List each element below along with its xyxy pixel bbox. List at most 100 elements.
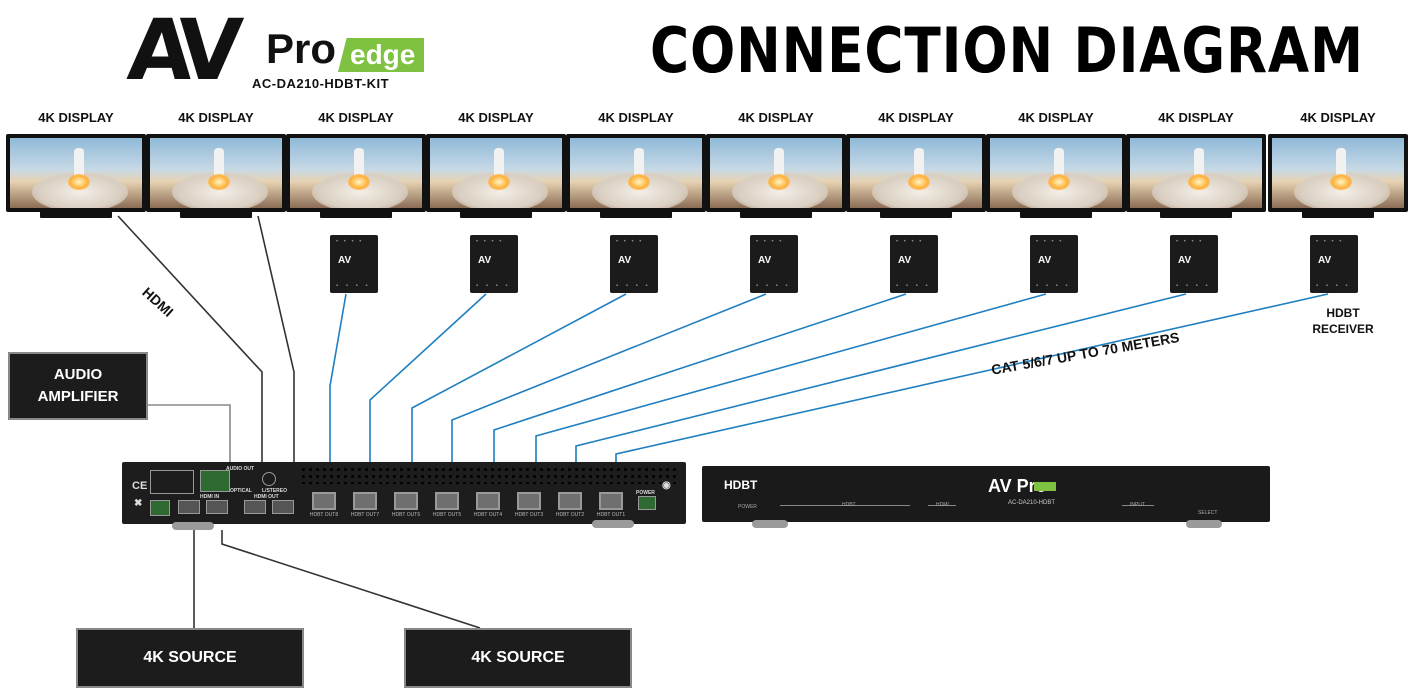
hdbt-out-port-label: HDBT OUT4 (473, 512, 503, 518)
rocket-flame (628, 174, 650, 190)
rocket-flame (208, 174, 230, 190)
splitter-front-panel: HDBT AV Pro AC-DA210-HDBT POWER HDBT HDM… (702, 466, 1270, 522)
receiver-logo: AV (1178, 255, 1192, 266)
rocket-flame (68, 174, 90, 190)
receiver-ports: ▪ ▪ ▪ ▪ (1316, 283, 1351, 289)
display-screen (1126, 134, 1266, 212)
receiver-leds: • • • • (896, 239, 924, 245)
rocket-flame (1330, 174, 1352, 190)
front-hdbt-bracket (780, 505, 910, 506)
display-screen (1268, 134, 1408, 212)
rocket-image (774, 148, 784, 176)
cat-cable-6 (535, 293, 1047, 464)
receiver-ports: ▪ ▪ ▪ ▪ (616, 283, 651, 289)
hdmi-out-label: HDMI OUT (254, 494, 279, 500)
receiver-logo: AV (618, 255, 632, 266)
rocket-flame (908, 174, 930, 190)
display-stand (740, 211, 812, 218)
display-stand (1302, 211, 1374, 218)
hdbt-out-port-1 (599, 492, 623, 510)
hdbt-out-port-4 (476, 492, 500, 510)
display-label: 4K DISPLAY (1018, 110, 1094, 125)
hdbt-out-port-7 (353, 492, 377, 510)
source-cable-2 (221, 530, 481, 629)
display-stand (880, 211, 952, 218)
page-title: CONNECTION DIAGRAM (650, 14, 1364, 87)
rocket-image (74, 148, 84, 176)
front-avpro-logo: AV Pro (988, 476, 1047, 496)
receiver-ports: ▪ ▪ ▪ ▪ (1036, 283, 1071, 289)
source-box-1: 4K SOURCE (76, 628, 304, 688)
receiver-logo: AV (1038, 255, 1052, 266)
rocket-image (214, 148, 224, 176)
front-hdbt-label: HDBT (842, 502, 856, 508)
display-8: 4K DISPLAY (986, 110, 1126, 220)
display-3: 4K DISPLAY (286, 110, 426, 220)
receiver-leds: • • • • (476, 239, 504, 245)
front-hdmi-bracket (928, 505, 956, 506)
receiver-ports: ▪ ▪ ▪ ▪ (476, 283, 511, 289)
cat-cable-1 (329, 293, 347, 464)
rocket-image (494, 148, 504, 176)
weee-icon: ✖ (134, 498, 143, 509)
display-stand (1020, 211, 1092, 218)
display-stand (1160, 211, 1232, 218)
power-label: POWER (636, 490, 655, 496)
hdbt-receiver-3: • • • • AV ▪ ▪ ▪ ▪ (610, 235, 658, 293)
display-1: 4K DISPLAY (6, 110, 146, 220)
display-label: 4K DISPLAY (738, 110, 814, 125)
display-screen (286, 134, 426, 212)
hdmi-out-port-2 (272, 500, 294, 514)
rear-foot-right (592, 520, 634, 528)
model-number: AC-DA210-HDBT-KIT (252, 76, 390, 91)
cat-cable-5 (493, 293, 907, 464)
hdbt-receiver-5: • • • •AV▪ ▪ ▪ ▪ (890, 235, 938, 293)
audio-out-terminal (200, 470, 230, 492)
rocket-image (914, 148, 924, 176)
display-4: 4K DISPLAY (426, 110, 566, 220)
front-model-number: AC-DA210-HDBT (1008, 500, 1056, 506)
amplifier-line1: AUDIO (53, 366, 103, 383)
receiver-label-line2: RECEIVER (1312, 322, 1374, 336)
front-select-label: SELECT (1198, 510, 1218, 516)
display-screen (566, 134, 706, 212)
rear-vent-grille (300, 466, 680, 484)
ir-port-block (150, 470, 194, 494)
source-box-2: 4K SOURCE (404, 628, 632, 688)
ground-screw-icon: ◉ (662, 480, 671, 491)
receiver-logo: AV (898, 255, 912, 266)
rocket-flame (488, 174, 510, 190)
hdbt-out-port-label: HDBT OUT3 (514, 512, 544, 518)
receiver-ports: ▪ ▪ ▪ ▪ (336, 283, 371, 289)
display-5: 4K DISPLAY (566, 110, 706, 220)
rs232-terminal (150, 500, 170, 516)
logo-pro-text: Pro (266, 25, 337, 72)
receiver-leds: • • • • (1316, 239, 1344, 245)
front-edge-badge (1034, 482, 1056, 491)
cat-cable-8 (615, 293, 1329, 464)
display-label: 4K DISPLAY (318, 110, 394, 125)
hdmi-cable-display-2 (257, 215, 295, 464)
hdbt-out-port-5 (435, 492, 459, 510)
hdmi-cable-display-1 (117, 215, 263, 464)
hdbt-receiver-8: • • • •AV▪ ▪ ▪ ▪ (1310, 235, 1358, 293)
display-screen (986, 134, 1126, 212)
rear-foot-left (172, 522, 214, 530)
rocket-image (1054, 148, 1064, 176)
front-input-label: INPUT (1130, 502, 1145, 508)
receiver-logo: AV (338, 255, 352, 266)
coax-port (262, 472, 276, 486)
rocket-flame (768, 174, 790, 190)
cat-cable-3 (411, 293, 627, 464)
hdmi-in-label: HDMI IN (200, 494, 220, 500)
hdbt-out-port-8 (312, 492, 336, 510)
optical-label: OPTICAL (230, 488, 252, 494)
display-stand (600, 211, 672, 218)
receiver-leds: • • • • (616, 239, 644, 245)
front-hdmi-label: HDMI (936, 502, 949, 508)
hdbt-out-port-label: HDBT OUT6 (391, 512, 421, 518)
hdbt-out-port-label: HDBT OUT2 (555, 512, 585, 518)
receiver-logo: AV (478, 255, 492, 266)
rocket-flame (348, 174, 370, 190)
